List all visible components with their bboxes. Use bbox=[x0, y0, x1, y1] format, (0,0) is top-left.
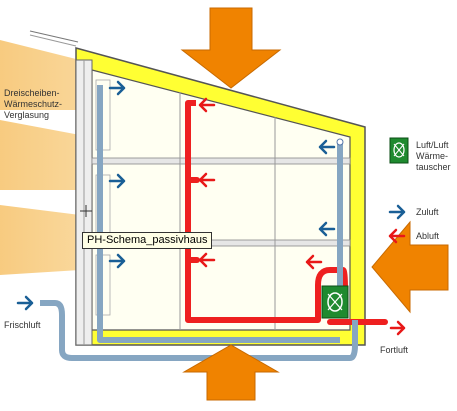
heat-exchanger bbox=[321, 285, 349, 319]
mouse-cursor-icon bbox=[80, 205, 92, 217]
orange-arrow-right bbox=[371, 220, 449, 314]
interior-space bbox=[91, 69, 351, 331]
extract-arrow-hx bbox=[305, 254, 323, 270]
image-tooltip: PH-Schema_passivhaus bbox=[82, 232, 213, 249]
supply-arrows-interior bbox=[16, 80, 336, 311]
extract-arrow-2 bbox=[198, 172, 216, 188]
building-envelope bbox=[29, 30, 366, 346]
supply-arrow-right-2 bbox=[318, 221, 336, 237]
supply-duct-vertical bbox=[97, 85, 340, 343]
orange-arrow-bottom bbox=[182, 344, 280, 401]
heat-exchanger-icon-x2 bbox=[393, 143, 405, 157]
orange-arrow-top bbox=[180, 7, 282, 89]
orange-arrows bbox=[180, 7, 449, 401]
floor-slab-1 bbox=[91, 157, 351, 165]
supply-arrow-right-1 bbox=[318, 139, 336, 155]
roof-line-2 bbox=[29, 34, 77, 47]
heat-exchanger-x2 bbox=[327, 293, 343, 311]
roof-line-1 bbox=[29, 30, 79, 43]
extract-duct-main bbox=[185, 100, 348, 323]
extract-air-label: Abluft bbox=[416, 231, 440, 241]
extract-arrows-interior bbox=[198, 97, 406, 336]
exhaust-out-label: Fortluft bbox=[380, 345, 409, 355]
heat-exchanger-icon-core bbox=[393, 142, 405, 158]
supply-air-label: Zuluft bbox=[416, 207, 439, 217]
supply-duct-end-cap bbox=[336, 138, 344, 146]
extract-arrow-1 bbox=[198, 97, 216, 113]
supply-arrow-3 bbox=[108, 253, 126, 269]
fresh-air-intake bbox=[40, 300, 358, 361]
blue-arrow-icon bbox=[388, 204, 406, 220]
extract-arrow-3 bbox=[198, 252, 216, 268]
fresh-air-label: Frischluft bbox=[4, 320, 41, 330]
supply-arrow-2 bbox=[108, 173, 126, 189]
heat-exchanger-label: Luft/Luft Wärme- tauscher bbox=[416, 140, 451, 172]
glazing-label: Dreischeiben- Wärmeschutz- Verglasung bbox=[4, 88, 63, 120]
supply-air-duct bbox=[40, 85, 358, 361]
red-arrow-icon bbox=[388, 228, 406, 244]
legend bbox=[388, 137, 409, 244]
exhaust-arrow bbox=[389, 320, 406, 336]
heat-exchanger-core bbox=[327, 292, 343, 312]
fresh-air-arrow bbox=[16, 295, 34, 311]
supply-arrow-1 bbox=[108, 80, 126, 96]
